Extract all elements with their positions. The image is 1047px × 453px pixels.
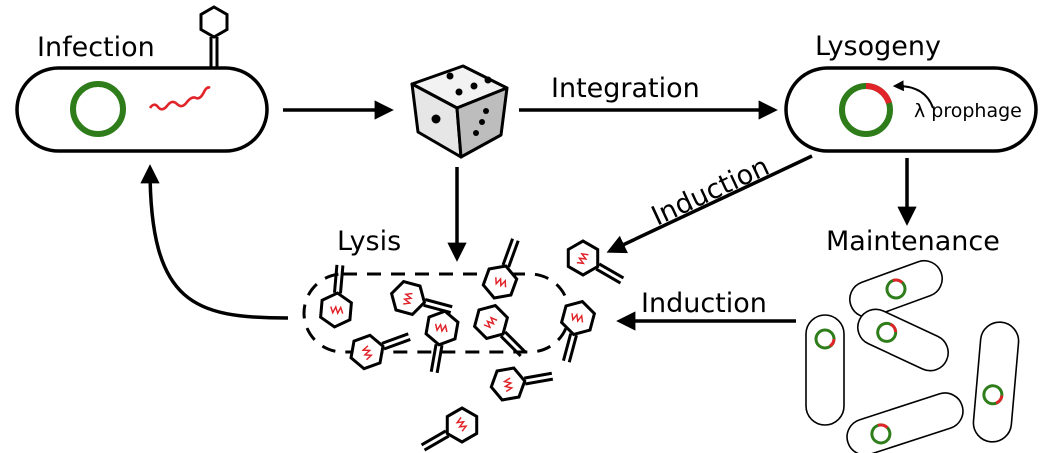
phage-icon [550,296,599,367]
phage-icon [487,360,557,403]
label-infection: Infection [37,32,155,63]
label-integration: Integration [551,73,700,104]
label-lysis: Lysis [337,226,401,257]
infecting-phage-icon [199,5,229,68]
label-induction-lower: Induction [641,288,767,319]
label-lysogeny: Lysogeny [815,31,941,62]
phage-icon [467,298,535,366]
phage-icon [344,321,416,374]
arrow-induction-upper [606,154,813,254]
phage-icon [478,233,531,305]
die-icon [410,64,509,159]
label-maintenance: Maintenance [826,226,1000,257]
label-induction-upper: Induction [647,151,774,232]
phage-icon [414,402,486,453]
phage-icon [418,307,461,377]
flow-arrows [140,100,917,331]
released-phages [318,233,631,453]
arrow-lysis-to-infection [140,164,289,320]
infected-bacterium-icon [15,5,269,153]
lysogen-bacterium-icon [784,66,1038,153]
label-prophage: λ prophage [914,100,1022,122]
maintenance-cells [805,254,1020,453]
